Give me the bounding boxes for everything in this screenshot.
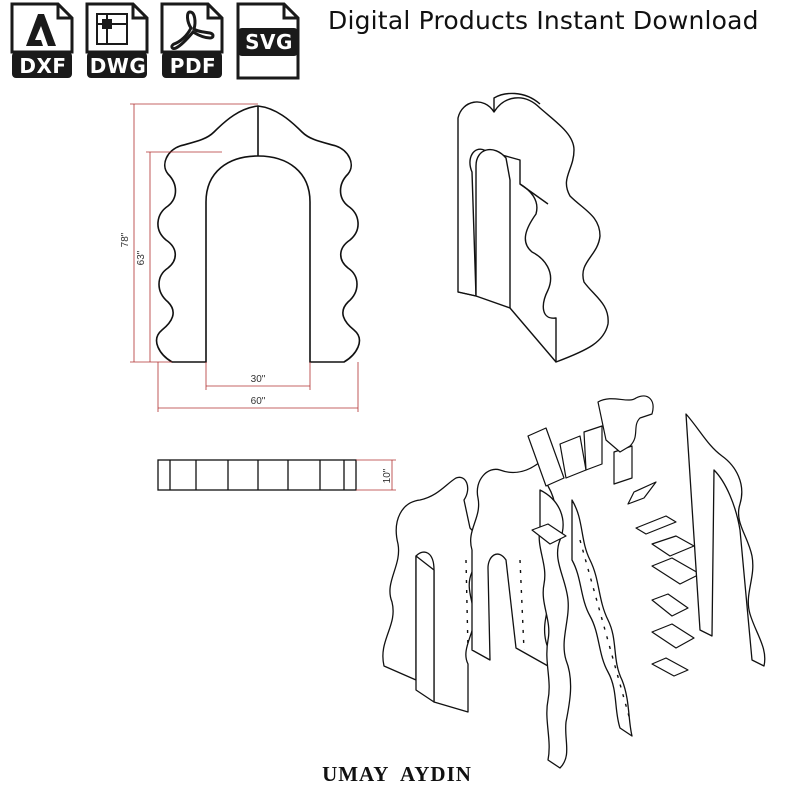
headline: Digital Products Instant Download [328,6,759,35]
depth-dimension-lines [356,459,396,491]
inner-height-label: 63" [136,250,147,265]
dxf-label: DXF [19,54,67,78]
pdf-file-icon: PDF [160,2,226,80]
total-width-label: 60" [251,396,266,407]
exploded-shelf-pieces [531,481,701,677]
dxf-file-icon: DXF [10,2,76,80]
exploded-top-pieces [527,395,654,487]
assembly-slot-marks [465,539,631,721]
pdf-logo-icon [170,10,215,50]
exploded-middle-panels [470,461,633,769]
exploded-back-panel [685,413,766,667]
front-dimension-lines [130,103,359,412]
arch-isometric-view [457,92,609,363]
author-name: UMAY AYDIN [322,762,472,786]
svg-file-icon: SVG [236,2,302,80]
depth-label: 10" [382,468,393,483]
acrobat-logo-icon [26,14,56,46]
svg-label: SVG [245,30,293,54]
exploded-front-panel [382,476,480,713]
dwg-label: DWG [89,54,147,78]
arch-side-view [157,459,357,491]
arch-front-view [155,105,361,363]
total-height-label: 78" [120,232,131,247]
pdf-label: PDF [169,54,217,78]
inner-width-label: 30" [251,374,266,385]
dwg-file-icon: DWG [85,2,151,80]
cad-drawing-icon [96,13,128,45]
